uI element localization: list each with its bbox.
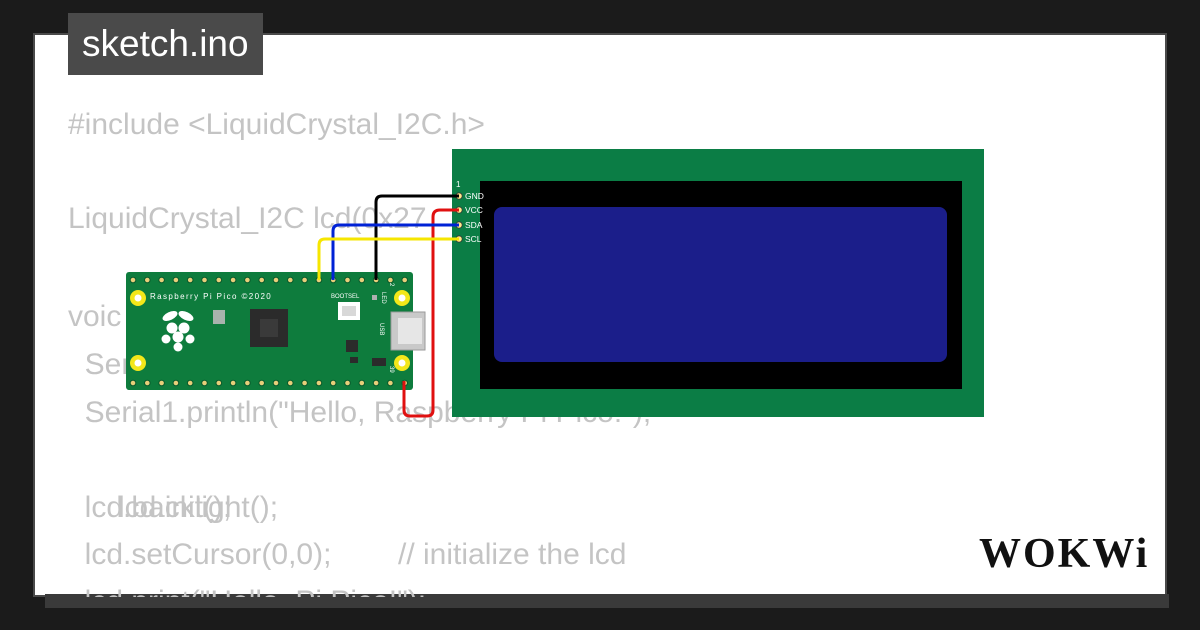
pico-pin[interactable] — [258, 276, 266, 284]
lcd-module[interactable]: 1 GND VCC SDA SCL — [452, 149, 984, 417]
pin-2-label: 2 — [388, 283, 394, 287]
pico-pin[interactable] — [387, 276, 394, 284]
pico-mount-hole-inner — [398, 359, 406, 367]
wires — [317, 194, 459, 418]
pico-pin[interactable] — [229, 276, 237, 284]
card-shadow — [45, 594, 1169, 608]
pico-pin[interactable] — [129, 379, 137, 387]
pico-pin[interactable] — [401, 276, 409, 284]
pico-pin[interactable] — [244, 379, 251, 387]
pico-board[interactable]: Raspberry Pi Pico ©2020 BOOTSEL LED USB … — [126, 272, 426, 390]
pico-pin[interactable] — [301, 379, 308, 387]
pico-pin[interactable] — [158, 276, 165, 284]
pico-led — [372, 295, 377, 300]
pico-pin[interactable] — [344, 276, 351, 284]
pico-pin[interactable] — [272, 276, 280, 284]
pico-pin[interactable] — [358, 276, 366, 284]
lcd-pin-scl-label: SCL — [465, 234, 482, 244]
lcd-pin-vcc-label: VCC — [465, 205, 483, 215]
bootsel-button-cap — [342, 306, 356, 316]
pico-pin[interactable] — [258, 379, 266, 387]
pico-component — [346, 340, 358, 352]
pico-component — [350, 357, 358, 363]
wokwi-logo-text: WOKWi — [979, 531, 1149, 575]
pico-pin[interactable] — [272, 379, 280, 387]
pico-bottom-pin-row — [129, 379, 409, 387]
pin-39-label: 39 — [388, 366, 394, 373]
rp2040-chip-die — [260, 319, 278, 337]
pico-mount-hole-inner — [398, 294, 406, 302]
pico-silkscreen-label: Raspberry Pi Pico ©2020 — [150, 292, 272, 301]
led-label: LED — [380, 292, 386, 304]
pico-component — [213, 310, 225, 324]
code-line-10: lcd.setCursor(0,0); — [68, 538, 332, 571]
pico-pin[interactable] — [186, 276, 194, 284]
wire-vcc[interactable] — [402, 208, 459, 418]
pico-pin[interactable] — [129, 276, 137, 284]
pico-mount-hole-inner — [134, 359, 142, 367]
pico-pin[interactable] — [287, 276, 294, 284]
pico-pin[interactable] — [358, 379, 366, 387]
pico-pin[interactable] — [372, 379, 380, 387]
usb-label: USB — [378, 323, 384, 335]
lcd-pin-1-label: 1 — [456, 180, 461, 189]
code-comment: // initialize the lcd — [398, 538, 627, 571]
code-line-3: LiquidCrystal_I2C lcd(0x27 — [68, 202, 427, 235]
lcd-screen — [494, 207, 947, 362]
file-tab[interactable]: sketch.ino — [68, 13, 263, 75]
wokwi-logo: WOKWi — [979, 531, 1149, 575]
pico-pin[interactable] — [158, 379, 165, 387]
pico-pin[interactable] — [215, 379, 223, 387]
pico-pin[interactable] — [315, 379, 323, 387]
code-editor: #include <LiquidCrystal_I2C.h> LiquidCry… — [68, 0, 1200, 597]
pico-pin[interactable] — [329, 379, 337, 387]
lcd-pin-gnd-label: GND — [465, 191, 484, 201]
pico-pin[interactable] — [287, 379, 294, 387]
pico-pin[interactable] — [186, 379, 194, 387]
pico-pin[interactable] — [172, 379, 180, 387]
wire-scl[interactable] — [317, 237, 459, 280]
code-line-6: Ser — [68, 348, 132, 381]
code-line-5: voic — [68, 300, 122, 333]
pico-pin[interactable] — [301, 276, 308, 284]
code-line-8: lcd.init(); // initialize the lcd — [68, 437, 626, 597]
pico-pin[interactable] — [215, 276, 223, 284]
pico-pin[interactable] — [144, 276, 151, 284]
usb-connector-shell — [398, 318, 422, 344]
code-line-8-text: lcd.init(); — [101, 491, 232, 524]
wire-sda[interactable] — [331, 223, 459, 280]
pico-component — [372, 358, 386, 366]
code-line-9: lcd.backlight(); — [68, 491, 279, 524]
pico-pin[interactable] — [201, 379, 208, 387]
pico-pin[interactable] — [172, 276, 180, 284]
pico-mount-hole-inner — [134, 294, 142, 302]
bootsel-label: BOOTSEL — [331, 294, 360, 300]
raspberry-logo-icon — [161, 311, 195, 352]
wire-gnd[interactable] — [374, 194, 459, 280]
pico-pin[interactable] — [344, 379, 351, 387]
pico-pin[interactable] — [229, 379, 237, 387]
pico-pin[interactable] — [387, 379, 394, 387]
lcd-pin-sda-label: SDA — [465, 220, 483, 230]
pico-pin[interactable] — [244, 276, 251, 284]
code-line-1: #include <LiquidCrystal_I2C.h> — [68, 108, 485, 141]
pico-pin[interactable] — [201, 276, 208, 284]
code-line-11: lcd.print("Hello, Pi Pico!"); — [68, 578, 426, 597]
pico-pin[interactable] — [144, 379, 151, 387]
